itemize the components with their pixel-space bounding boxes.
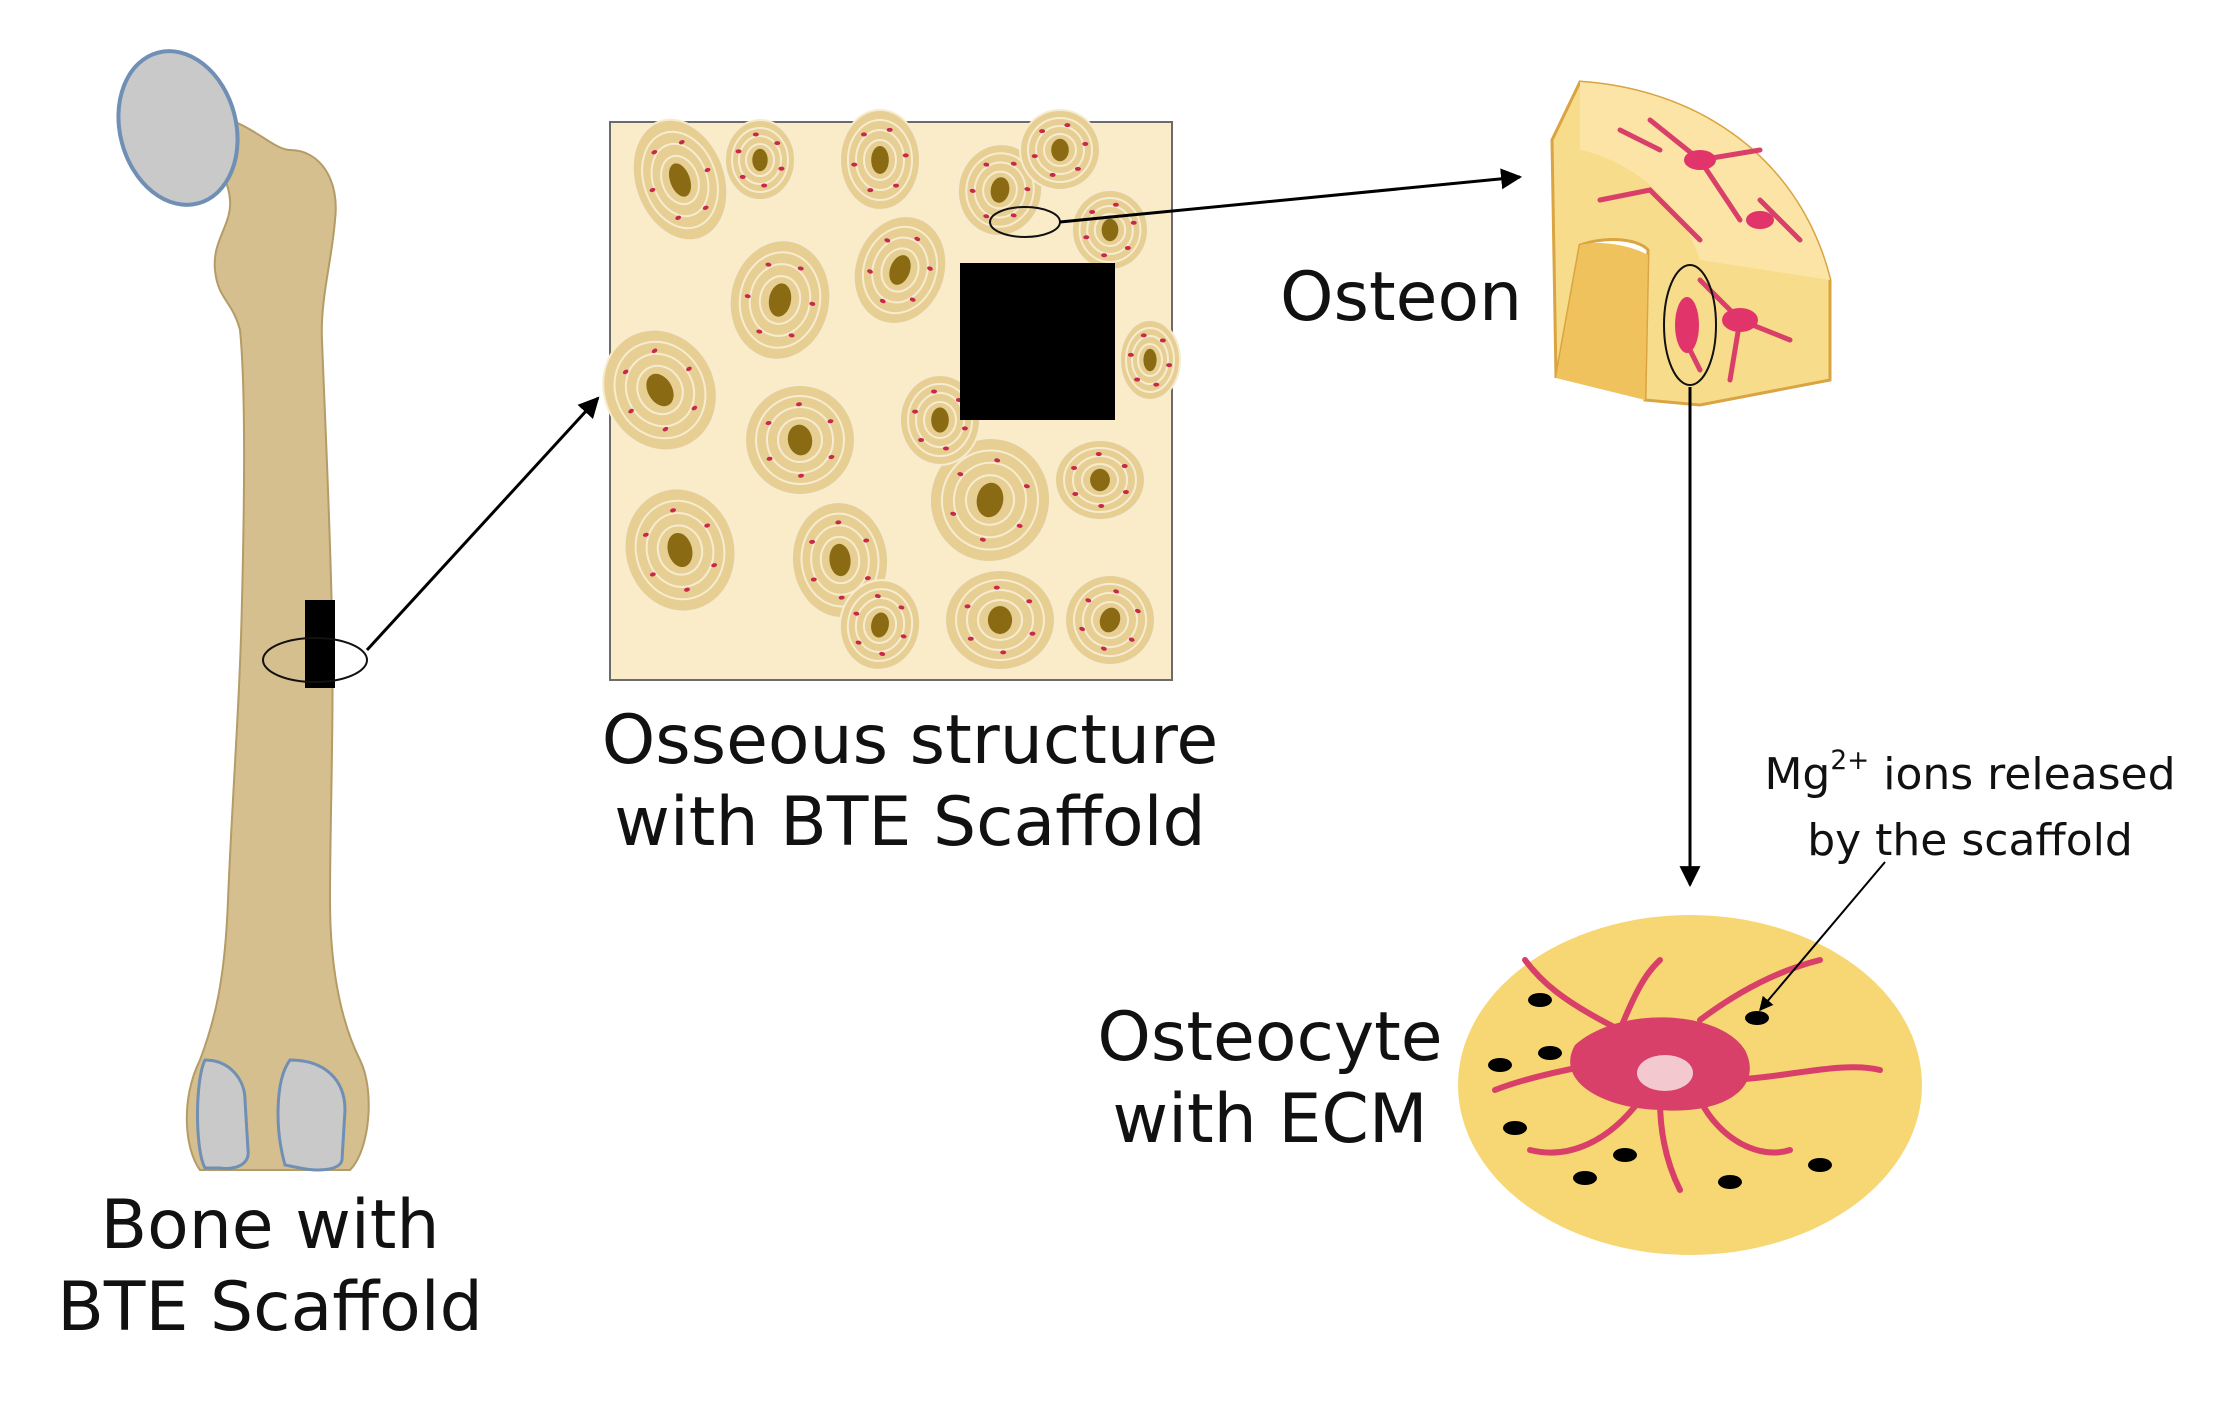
- arrow-osseous-to-osteon: [1059, 168, 1523, 224]
- haversian-canal: [1090, 468, 1110, 492]
- label-osseous-line2: with BTE Scaffold: [614, 782, 1206, 862]
- osteon-3: [602, 328, 718, 452]
- label-mg-ions: Mg2+ ions released by the scaffold: [1700, 742, 2226, 874]
- haversian-canal: [787, 424, 813, 456]
- haversian-canal: [1101, 218, 1119, 242]
- label-osteon: Osteon: [1280, 257, 1540, 339]
- osteon-cell-2: [1722, 308, 1758, 332]
- osteon-cell-4: [1675, 297, 1699, 353]
- osteon-14: [944, 569, 1056, 671]
- haversian-canal: [990, 177, 1010, 203]
- label-osseous: Osseous structure with BTE Scaffold: [560, 700, 1260, 863]
- label-bone-line1: Bone with: [100, 1186, 440, 1265]
- osteon-9: [744, 384, 856, 496]
- femoral-head: [116, 49, 240, 207]
- bone-scaffold-implant: [305, 600, 335, 688]
- osteon-19: [1119, 319, 1181, 401]
- haversian-canal: [1099, 607, 1121, 633]
- osteon-illustration: [1550, 80, 1832, 407]
- osteocyte-nucleus: [1637, 1055, 1693, 1091]
- haversian-canal: [1143, 348, 1157, 372]
- haversian-canal: [931, 407, 949, 433]
- femoral-condyle-left: [196, 1058, 250, 1170]
- osteon-1: [631, 118, 729, 242]
- osteon-top-face: [1580, 82, 1830, 280]
- osteon-15: [1064, 574, 1156, 666]
- osteon-canal-face: [1556, 243, 1648, 400]
- osteon-highlight: [1663, 264, 1717, 386]
- osteon-5: [956, 143, 1044, 237]
- haversian-canal: [976, 482, 1004, 518]
- arrow-bone-to-osseous: [365, 396, 600, 652]
- label-mg-rest: ions released: [1869, 749, 2176, 800]
- osteocyte-body: [1492, 957, 1883, 1193]
- osteon-7: [1071, 189, 1149, 271]
- osteon-cell-1: [1684, 150, 1716, 170]
- haversian-canal: [1051, 138, 1069, 162]
- haversian-canal: [987, 606, 1013, 634]
- label-mg-line2: by the scaffold: [1807, 815, 2133, 866]
- label-osteocyte: Osteocyte with ECM: [1060, 997, 1480, 1160]
- osteon-16: [724, 119, 796, 201]
- label-mg-charge: 2+: [1830, 745, 1870, 777]
- haversian-canal: [668, 163, 692, 197]
- haversian-canal: [871, 146, 889, 174]
- label-osteon-text: Osteon: [1280, 258, 1523, 337]
- label-osseous-line1: Osseous structure: [601, 701, 1219, 780]
- femoral-condyle-right: [276, 1058, 347, 1172]
- haversian-canal: [752, 148, 768, 172]
- osteon-cell-3: [1746, 211, 1774, 229]
- haversian-canal: [871, 612, 889, 638]
- femur-bone: [116, 49, 370, 1172]
- label-bone-line2: BTE Scaffold: [57, 1267, 483, 1347]
- label-osteocyte-line2: with ECM: [1112, 1079, 1428, 1159]
- haversian-canal: [768, 283, 792, 317]
- osteon-10: [623, 487, 737, 613]
- osteon-field: [602, 109, 1181, 671]
- osteon-4: [839, 109, 921, 211]
- haversian-canal: [667, 532, 693, 568]
- flow-arrows: [365, 168, 1886, 1012]
- haversian-canal: [889, 255, 911, 285]
- mg-ion-dots: [1488, 993, 1832, 1189]
- osteon-18: [838, 579, 922, 671]
- haversian-canal: [646, 373, 674, 407]
- label-mg-line1: Mg2+ ions released: [1700, 742, 2226, 808]
- osteocyte-illustration: [1458, 915, 1922, 1255]
- osteon-13: [1054, 439, 1146, 521]
- osseous-structure-panel: [602, 109, 1181, 681]
- osteon-6: [1019, 109, 1101, 191]
- haversian-canal: [829, 543, 851, 577]
- label-mg-symbol: Mg: [1764, 749, 1831, 800]
- bone-scaffold-highlight: [262, 637, 368, 683]
- label-bone: Bone with BTE Scaffold: [20, 1185, 520, 1348]
- arrow-mg-callout: [1759, 861, 1886, 1012]
- osteon-8: [852, 215, 948, 325]
- osseous-scaffold-block: [960, 263, 1115, 420]
- osteon-12: [928, 437, 1052, 563]
- label-osteocyte-line1: Osteocyte: [1097, 998, 1443, 1077]
- osteon-2: [728, 239, 832, 361]
